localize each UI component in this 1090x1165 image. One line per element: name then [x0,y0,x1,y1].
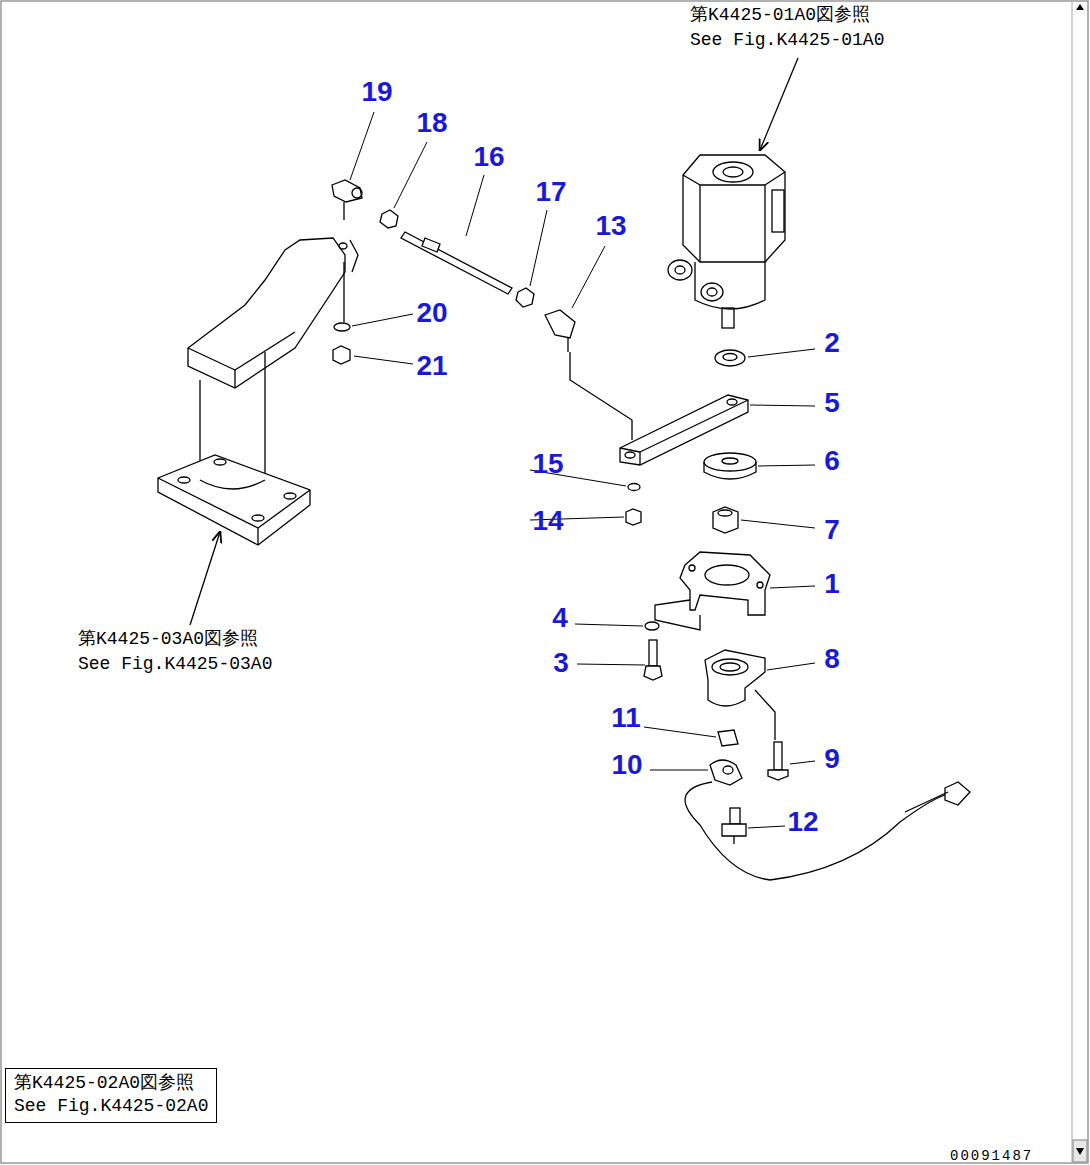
reference-note: See Fig.K4425-02A0 [14,1095,208,1118]
callout-number: 1 [824,570,840,598]
reference-note: 第K4425-03A0図参照 [78,630,258,648]
callout-number: 21 [416,352,447,380]
callout-number: 17 [535,178,566,206]
callout-number: 20 [416,299,447,327]
reference-box: 第K4425-02A0図参照See Fig.K4425-02A0 [5,1068,217,1123]
callout-number: 8 [824,645,840,673]
callout-number: 18 [416,109,447,137]
callout-number: 15 [532,450,563,478]
callout-number: 3 [553,649,569,677]
callout-number: 13 [595,212,626,240]
callout-number: 5 [824,389,840,417]
callout-number: 14 [532,507,563,535]
callout-number: 10 [611,751,642,779]
callout-number: 11 [611,704,641,732]
callout-number: 12 [787,808,818,836]
reference-note: 第K4425-01A0図参照 [690,6,870,24]
reference-note: 第K4425-02A0図参照 [14,1072,208,1095]
drawing-number: 00091487 [950,1149,1033,1163]
callout-number: 9 [824,745,840,773]
callout-number: 16 [473,143,504,171]
callout-number: 7 [824,516,840,544]
callout-number: 6 [824,447,840,475]
callout-number: 2 [824,329,840,357]
callout-number: 4 [552,604,568,632]
callout-number: 19 [361,78,392,106]
reference-note: See Fig.K4425-01A0 [690,31,884,49]
reference-note: See Fig.K4425-03A0 [78,655,272,673]
